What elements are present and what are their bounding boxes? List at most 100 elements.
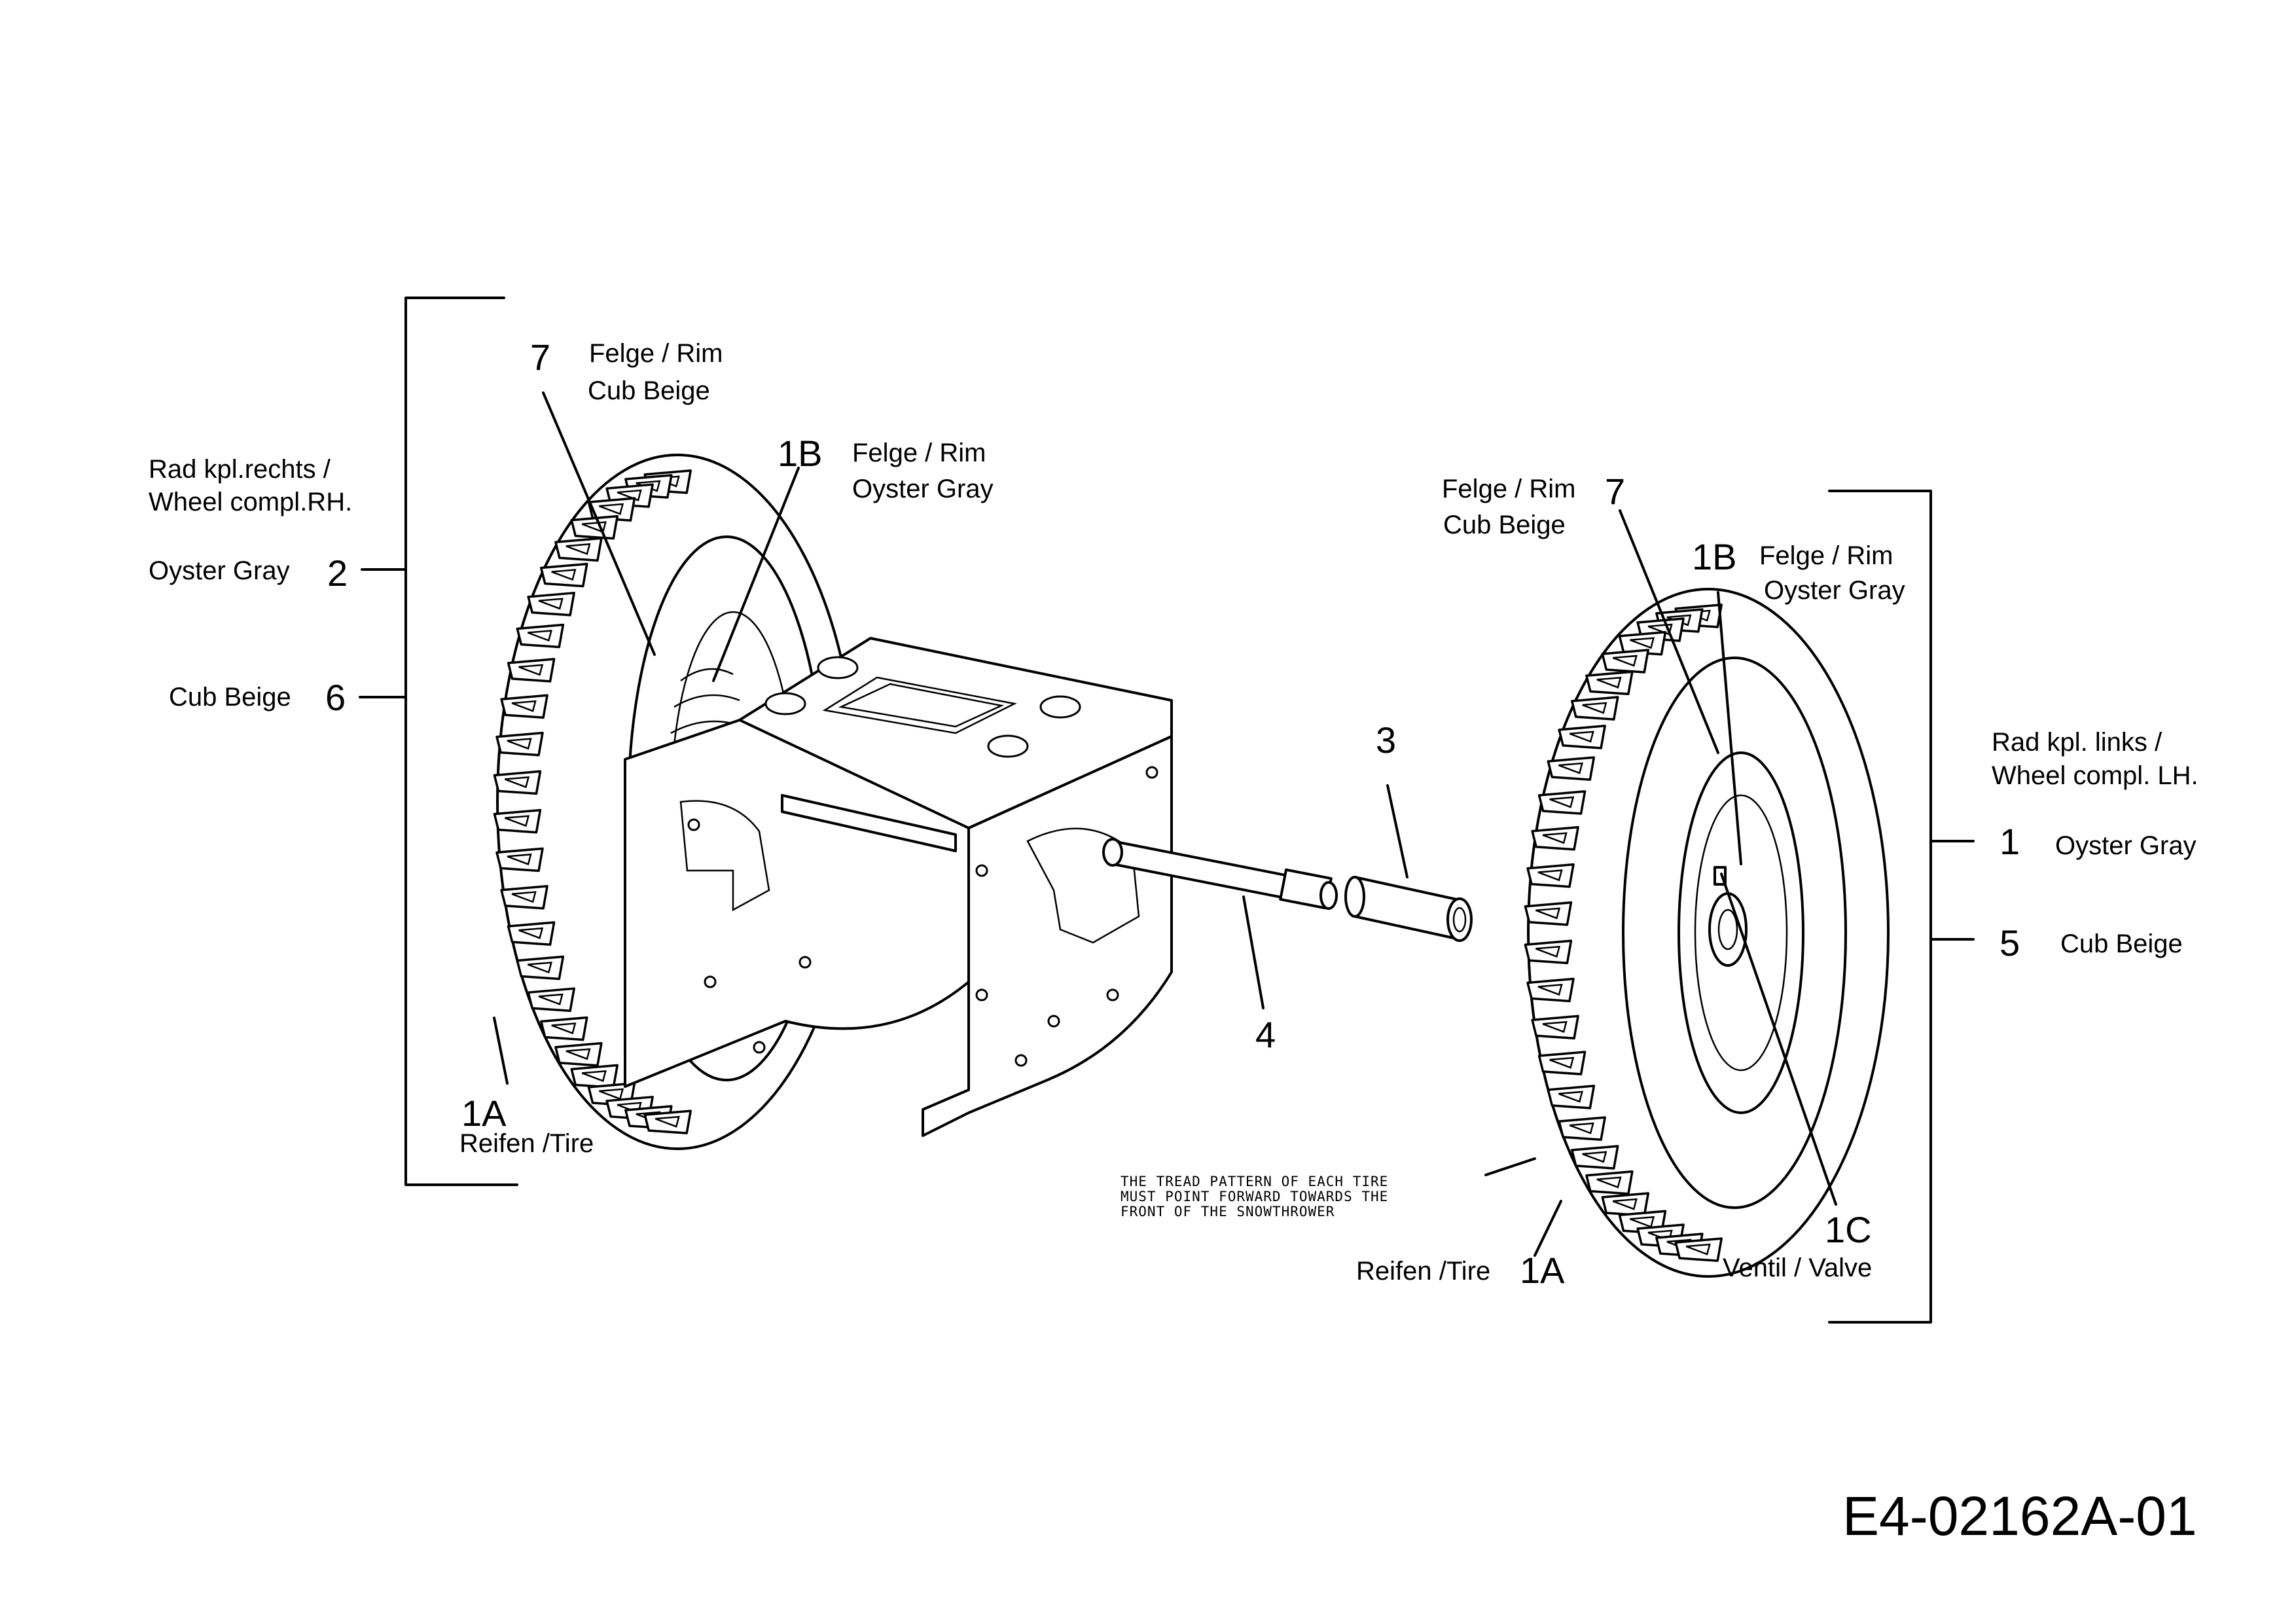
- tread-block-detail: [1537, 984, 1563, 996]
- tread-block: [507, 658, 556, 683]
- tread-block: [1571, 1145, 1619, 1170]
- tread-block-detail: [1596, 1176, 1622, 1189]
- rh-group-title-en: Wheel compl.RH.: [149, 488, 352, 516]
- tread-block: [1524, 901, 1573, 926]
- labels: 7 Felge / Rim Cub Beige 1B Felge / Rim O…: [149, 336, 2198, 1547]
- lh-item-1-number: 1: [2000, 821, 2020, 862]
- tread-block-detail: [538, 993, 564, 1005]
- callout-lh-1a-label: Reifen /Tire: [1356, 1257, 1490, 1286]
- lh-item-1-color: Oyster Gray: [2055, 831, 2197, 860]
- tread-block: [507, 921, 556, 946]
- tread-block: [500, 694, 548, 719]
- tread-block-detail: [1685, 1243, 1711, 1255]
- rh-item-2-color: Oyster Gray: [149, 556, 290, 585]
- rh-group-title-de: Rad kpl.rechts /: [149, 455, 331, 484]
- tread-block-detail: [1582, 1151, 1607, 1163]
- leader-lines: [493, 391, 1837, 1257]
- tread-block-detail: [505, 815, 530, 827]
- tread-block-detail: [599, 503, 624, 515]
- tread-block-detail: [1612, 655, 1638, 667]
- rh-group-bracket: [359, 297, 518, 1186]
- callout-rh-1b-number: 1B: [778, 433, 823, 474]
- rh-item-6-color: Cub Beige: [169, 683, 291, 712]
- callout-lh-7-color: Cub Beige: [1443, 511, 1566, 539]
- tread-block-detail: [1558, 1091, 1583, 1103]
- spacer-tube: [1344, 876, 1473, 942]
- tread-block-detail: [1549, 1056, 1575, 1069]
- tread-block: [1674, 1237, 1723, 1262]
- callout-rh-7-number: 7: [530, 336, 550, 378]
- tread-block-detail: [518, 664, 544, 676]
- tread-block-detail: [655, 1115, 680, 1128]
- tread-block-detail: [511, 891, 537, 903]
- tread-block: [1585, 670, 1634, 695]
- frame-holes: [687, 766, 1158, 1067]
- tread-block: [1547, 1085, 1596, 1110]
- tread-block: [1526, 863, 1575, 888]
- callout-rh-1a-label: Reifen /Tire: [459, 1129, 594, 1158]
- tread-block-detail: [1535, 907, 1561, 920]
- tread-block-detail: [507, 853, 532, 865]
- frame-housing: [624, 637, 1173, 1137]
- callout-lh-1b-number: 1B: [1692, 536, 1737, 577]
- tread-note-line-1: THE TREAD PATTERN OF EACH TIRE: [1121, 1174, 1388, 1189]
- tread-block: [527, 987, 575, 1012]
- lh-item-5-number: 5: [2000, 922, 2020, 964]
- callout-rh-7-label: Felge / Rim: [589, 339, 723, 368]
- tread-block-detail: [538, 598, 564, 610]
- callout-lh-1b-color: Oyster Gray: [1764, 576, 1905, 605]
- callout-lh-1c-label: Ventil / Valve: [1723, 1254, 1872, 1282]
- tread-block-detail: [1549, 796, 1575, 808]
- tread-block-detail: [1542, 832, 1568, 844]
- tread-block-detail: [1647, 623, 1673, 636]
- tread-block: [570, 514, 619, 540]
- tread-block-detail: [518, 927, 544, 939]
- axle-shaft: [781, 794, 1338, 910]
- tread-block-detail: [527, 630, 552, 642]
- tread-block-detail: [581, 521, 607, 533]
- tread-block: [500, 885, 548, 910]
- lh-group-bracket: [1828, 490, 1975, 1324]
- tread-block-detail: [1612, 1198, 1638, 1210]
- tread-block: [1601, 649, 1649, 674]
- tread-block: [493, 770, 542, 795]
- tread-block-detail: [617, 1102, 642, 1114]
- tread-block: [643, 1110, 692, 1134]
- tread-block-detail: [505, 776, 530, 789]
- tread-block-detail: [527, 962, 552, 974]
- document-number: E4-02162A-01: [1842, 1485, 2197, 1547]
- callout-lh-1c-number: 1C: [1825, 1209, 1872, 1250]
- tread-block: [516, 955, 565, 981]
- callout-rh-1b-color: Oyster Gray: [852, 475, 994, 503]
- tread-block: [554, 537, 603, 562]
- tread-block-detail: [1558, 762, 1583, 774]
- rh-item-2-number: 2: [327, 552, 348, 594]
- tread-block-detail: [511, 700, 537, 712]
- tread-block-detail: [599, 1088, 624, 1100]
- rh-item-6-number: 6: [325, 677, 346, 718]
- callout-lh-1a-number: 1A: [1520, 1250, 1565, 1291]
- tire-lh-tread: [1524, 604, 1723, 1262]
- tread-block: [1537, 790, 1587, 815]
- tread-block: [1547, 756, 1596, 781]
- tread-block-detail: [581, 1070, 607, 1082]
- tread-block-detail: [1537, 869, 1563, 882]
- tread-block: [1531, 1015, 1579, 1040]
- tread-block-detail: [1630, 1216, 1655, 1228]
- tread-block: [1531, 825, 1579, 851]
- tread-block: [493, 808, 542, 834]
- tread-note-line-2: MUST POINT FORWARD TOWARDS THE: [1121, 1189, 1388, 1204]
- tread-block: [554, 1041, 603, 1067]
- tread-block-detail: [1569, 731, 1594, 743]
- tread-block: [527, 592, 575, 617]
- callout-part-4-number: 4: [1255, 1014, 1276, 1055]
- tread-block-detail: [1542, 1020, 1568, 1033]
- tread-block: [1526, 977, 1575, 1003]
- lh-group-title-en: Wheel compl. LH.: [1992, 761, 2198, 790]
- callout-rh-7-color: Cub Beige: [588, 376, 710, 405]
- tread-block-detail: [617, 489, 642, 501]
- callout-lh-7-label: Felge / Rim: [1442, 475, 1576, 503]
- callout-rh-1b-label: Felge / Rim: [852, 439, 986, 467]
- tread-block-detail: [1535, 945, 1561, 958]
